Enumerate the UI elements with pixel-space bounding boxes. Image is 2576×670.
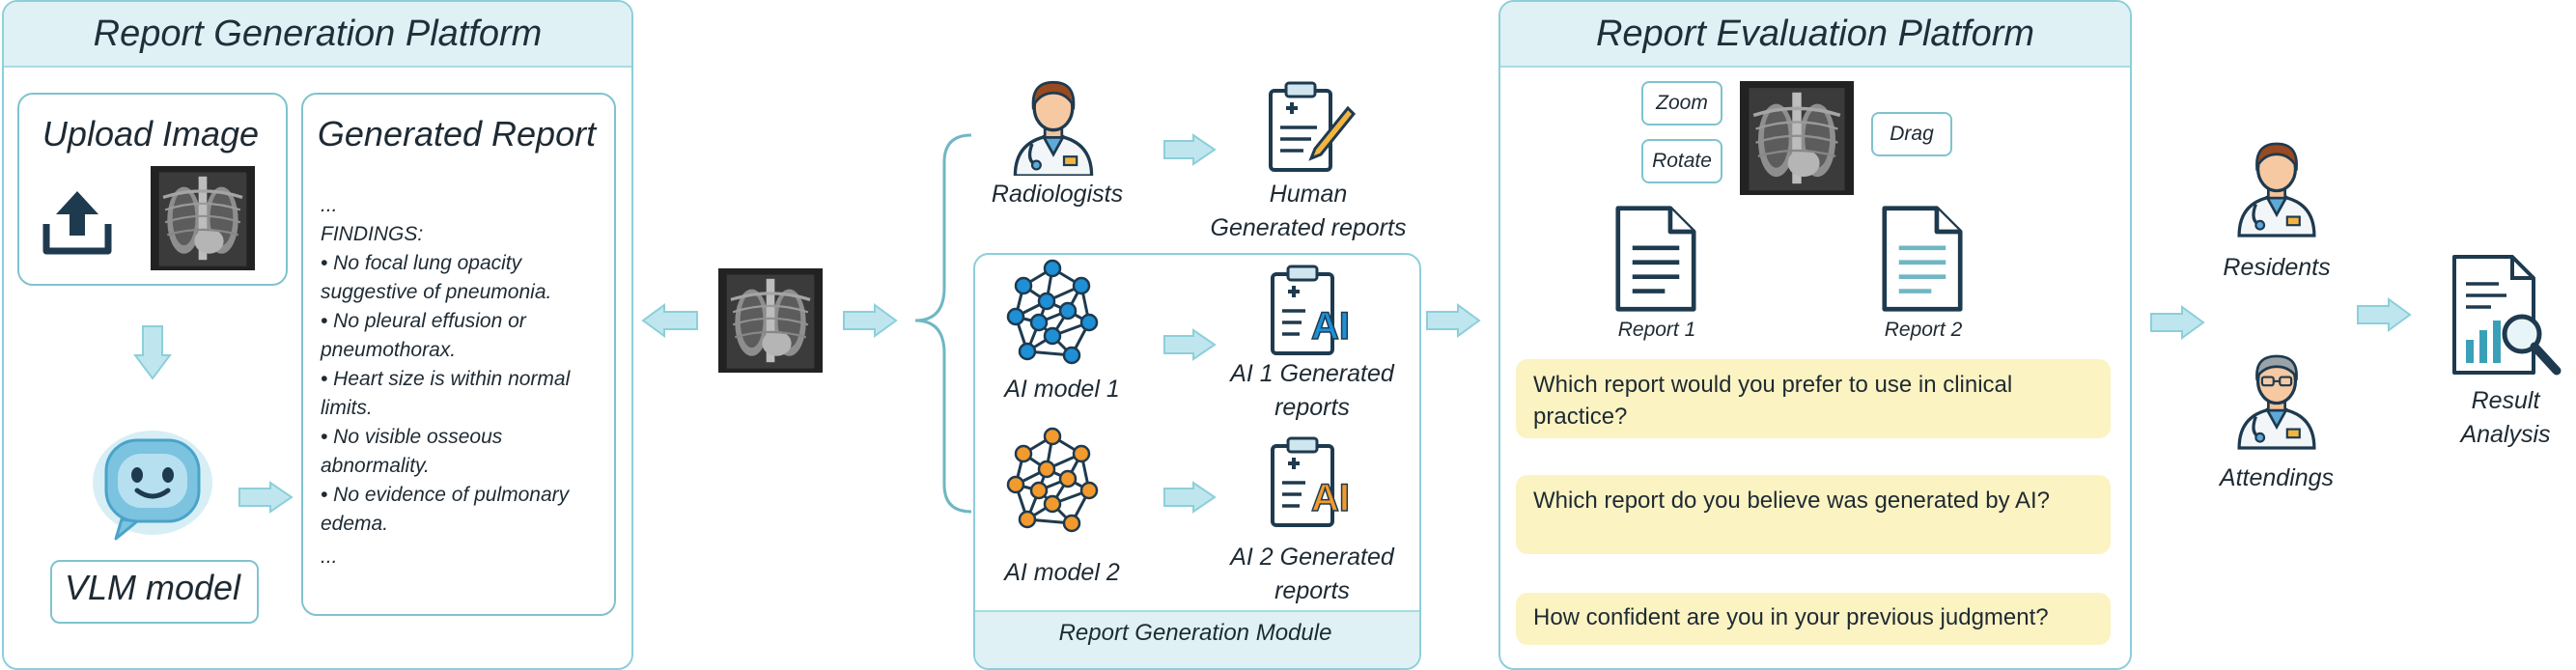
vlm-model-label: VLM model [64, 568, 241, 607]
left-arrow [641, 303, 698, 338]
vlm-model-box [50, 560, 259, 624]
center-xray [718, 268, 823, 373]
ai2-report-icon [1271, 436, 1334, 527]
report-2-label: Report 2 [1884, 319, 1963, 341]
attendings-label: Attendings [2219, 464, 2335, 491]
network-node [1043, 494, 1062, 514]
network-node [1072, 276, 1091, 295]
ai2-reports-line: reports [1274, 577, 1350, 604]
ai1-reports-line: AI 1 Generated [1230, 360, 1394, 387]
human-report-icon [1269, 81, 1357, 172]
network-node [1072, 444, 1091, 463]
report-line: • No pleural effusion or [321, 310, 526, 332]
ai2-reports-label: AI 2 Generated reports [1201, 541, 1423, 608]
arrow-to-evaluators [2150, 305, 2205, 340]
network-node [1014, 276, 1033, 295]
network-node [1043, 427, 1062, 446]
ai-model-2-network-icon [1006, 427, 1099, 533]
arrow-to-ai1-report [1163, 328, 1217, 361]
generated-report-box [301, 93, 616, 616]
report-line: pneumothorax. [321, 339, 457, 361]
ai1-report-icon [1271, 265, 1334, 355]
result-analysis-line: Result [2471, 387, 2540, 414]
network-node [1058, 469, 1078, 489]
network-node [1018, 342, 1037, 361]
branch-brace [914, 133, 972, 514]
report-line: limits. [321, 397, 373, 419]
report-findings: ... FINDINGS: • No focal lung opacity su… [321, 191, 570, 572]
network-node [1079, 481, 1099, 500]
evaluation-panel-title: Report Evaluation Platform [1500, 2, 2130, 68]
ai1-reports-label: AI 1 Generated reports [1201, 357, 1423, 425]
drag-button[interactable]: Drag [1871, 112, 1952, 156]
arrow-to-evaluation [1426, 303, 1481, 338]
ai1-reports-line: reports [1274, 394, 1350, 421]
result-analysis-label: Result Analysis [2414, 384, 2576, 452]
arrow-to-ai2-report [1163, 481, 1217, 514]
report-line: edema. [321, 513, 389, 535]
evaluation-xray[interactable] [1740, 81, 1854, 195]
arrow-to-human-report [1163, 133, 1217, 166]
ai-model-2-label: AI model 2 [1004, 559, 1120, 586]
network-node [1037, 460, 1056, 479]
module-footer [975, 610, 1419, 668]
report-line: ... [321, 545, 338, 568]
upload-image-label: Upload Image [42, 114, 260, 154]
network-node [1018, 510, 1037, 529]
rotate-button[interactable]: Rotate [1641, 139, 1722, 183]
network-node [1029, 481, 1049, 500]
network-node [1037, 292, 1056, 311]
report-1-label: Report 1 [1617, 319, 1696, 341]
ai-model-1-label: AI model 1 [1004, 376, 1120, 403]
network-node [1043, 326, 1062, 346]
report-line: suggestive of pneumonia. [321, 281, 552, 303]
generated-report-title: Generated Report [317, 114, 597, 154]
network-node [1062, 514, 1081, 533]
report-line: • No visible osseous [321, 426, 503, 448]
human-reports-label: Human Generated reports [1178, 178, 1439, 245]
resident-icon [2237, 142, 2316, 237]
vlm-robot-icon [93, 431, 212, 541]
network-node [1043, 259, 1062, 278]
network-node [1014, 444, 1033, 463]
report-2-icon[interactable] [1877, 205, 1968, 313]
xray-thumbnail [151, 166, 255, 270]
down-arrow [133, 325, 172, 380]
question-preference[interactable]: Which report would you prefer to use in … [1516, 359, 2111, 438]
report-line: FINDINGS: [321, 223, 424, 245]
radiologist-icon [1013, 80, 1094, 176]
result-analysis-line: Analysis [2460, 421, 2551, 448]
report-line: • No focal lung opacity [321, 252, 522, 274]
network-node [1029, 313, 1049, 332]
zoom-button[interactable]: Zoom [1641, 81, 1722, 126]
module-label: Report Generation Module [1058, 620, 1332, 646]
upload-icon [42, 191, 112, 255]
report-1-icon[interactable] [1610, 205, 1701, 313]
attending-icon [2237, 354, 2316, 450]
network-node [1006, 475, 1025, 494]
ai2-reports-line: AI 2 Generated [1230, 544, 1394, 571]
network-node [1058, 301, 1078, 321]
human-reports-line: Human [1269, 181, 1348, 208]
question-ai-guess[interactable]: Which report do you believe was generate… [1516, 475, 2111, 554]
report-line: abnormality. [321, 455, 430, 477]
network-node [1006, 307, 1025, 326]
question-confidence[interactable]: How confident are you in your previous j… [1516, 593, 2111, 645]
ai1-badge: AI [1310, 304, 1351, 349]
arrow-to-result [2357, 297, 2412, 332]
panel-title: Report Generation Platform [4, 2, 631, 68]
result-analysis-icon [2452, 255, 2562, 376]
network-node [1079, 313, 1099, 332]
report-line: ... [321, 194, 338, 216]
network-node [1062, 346, 1081, 365]
ai2-badge: AI [1310, 476, 1351, 520]
radiologists-label: Radiologists [991, 181, 1124, 208]
right-arrow-to-brace [843, 303, 898, 338]
report-line: • No evidence of pulmonary [321, 484, 570, 506]
ai-model-1-network-icon [1006, 259, 1099, 365]
human-reports-line: Generated reports [1210, 214, 1407, 241]
report-line: • Heart size is within normal [321, 368, 571, 390]
residents-label: Residents [2223, 254, 2331, 281]
arrow-to-report [238, 481, 294, 514]
